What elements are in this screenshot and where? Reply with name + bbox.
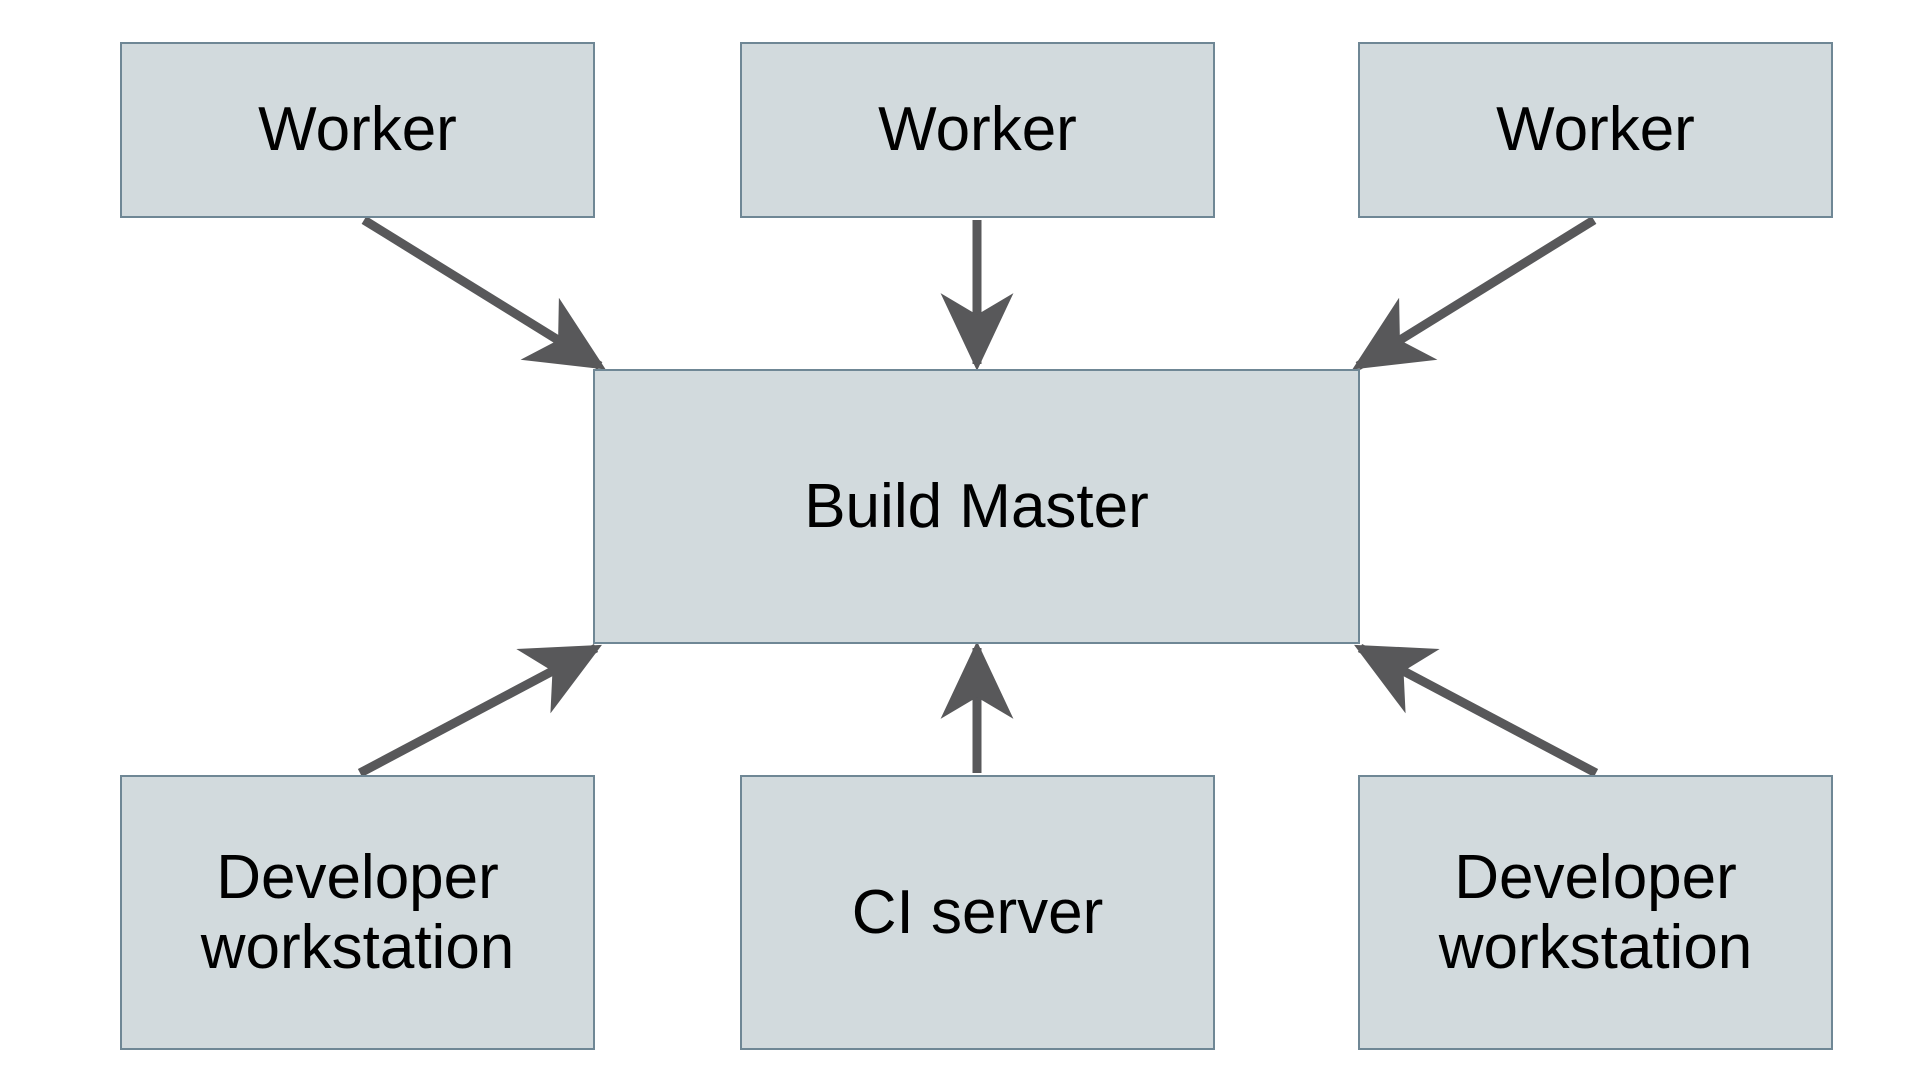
- node-developer-workstation-right-label: Developer workstation: [1438, 843, 1753, 982]
- node-build-master[interactable]: Build Master: [593, 369, 1360, 644]
- node-worker-2-label: Worker: [878, 95, 1077, 165]
- node-developer-workstation-right[interactable]: Developer workstation: [1358, 775, 1833, 1050]
- edge-dev-1-to-build-master: [357, 644, 602, 777]
- node-worker-3-label: Worker: [1496, 95, 1695, 165]
- node-worker-1-label: Worker: [258, 95, 457, 165]
- node-developer-workstation-left[interactable]: Developer workstation: [120, 775, 595, 1050]
- node-worker-2[interactable]: Worker: [740, 42, 1215, 218]
- edge-worker-3-to-build-master: [1352, 216, 1597, 370]
- node-ci-server[interactable]: CI server: [740, 775, 1215, 1050]
- node-build-master-label: Build Master: [804, 471, 1149, 541]
- node-ci-server-label: CI server: [851, 877, 1104, 947]
- node-developer-workstation-left-label: Developer workstation: [200, 843, 515, 982]
- node-worker-3[interactable]: Worker: [1358, 42, 1833, 218]
- edge-worker-1-to-build-master: [361, 216, 606, 370]
- edge-dev-2-to-build-master: [1354, 644, 1599, 777]
- node-worker-1[interactable]: Worker: [120, 42, 595, 218]
